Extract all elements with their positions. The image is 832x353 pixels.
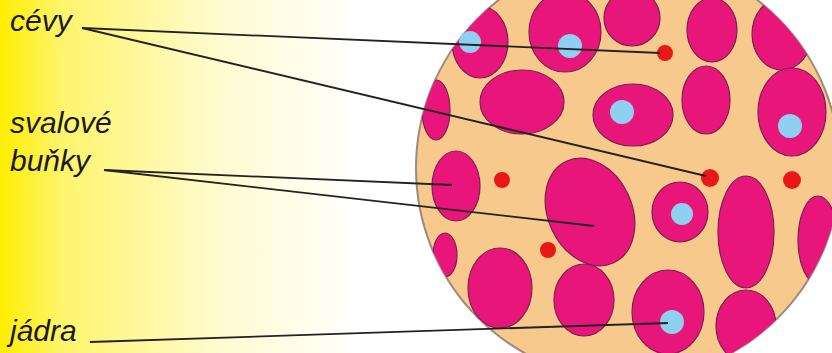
leader-lines <box>82 28 706 342</box>
muscle-cells <box>422 0 832 353</box>
tissue-section <box>416 0 832 353</box>
blood-vessels <box>494 45 801 258</box>
part-label: cévy <box>10 2 130 40</box>
part-label: jádra <box>10 312 130 350</box>
nuclei <box>459 31 802 334</box>
part-label: svalové buňky <box>10 104 150 180</box>
